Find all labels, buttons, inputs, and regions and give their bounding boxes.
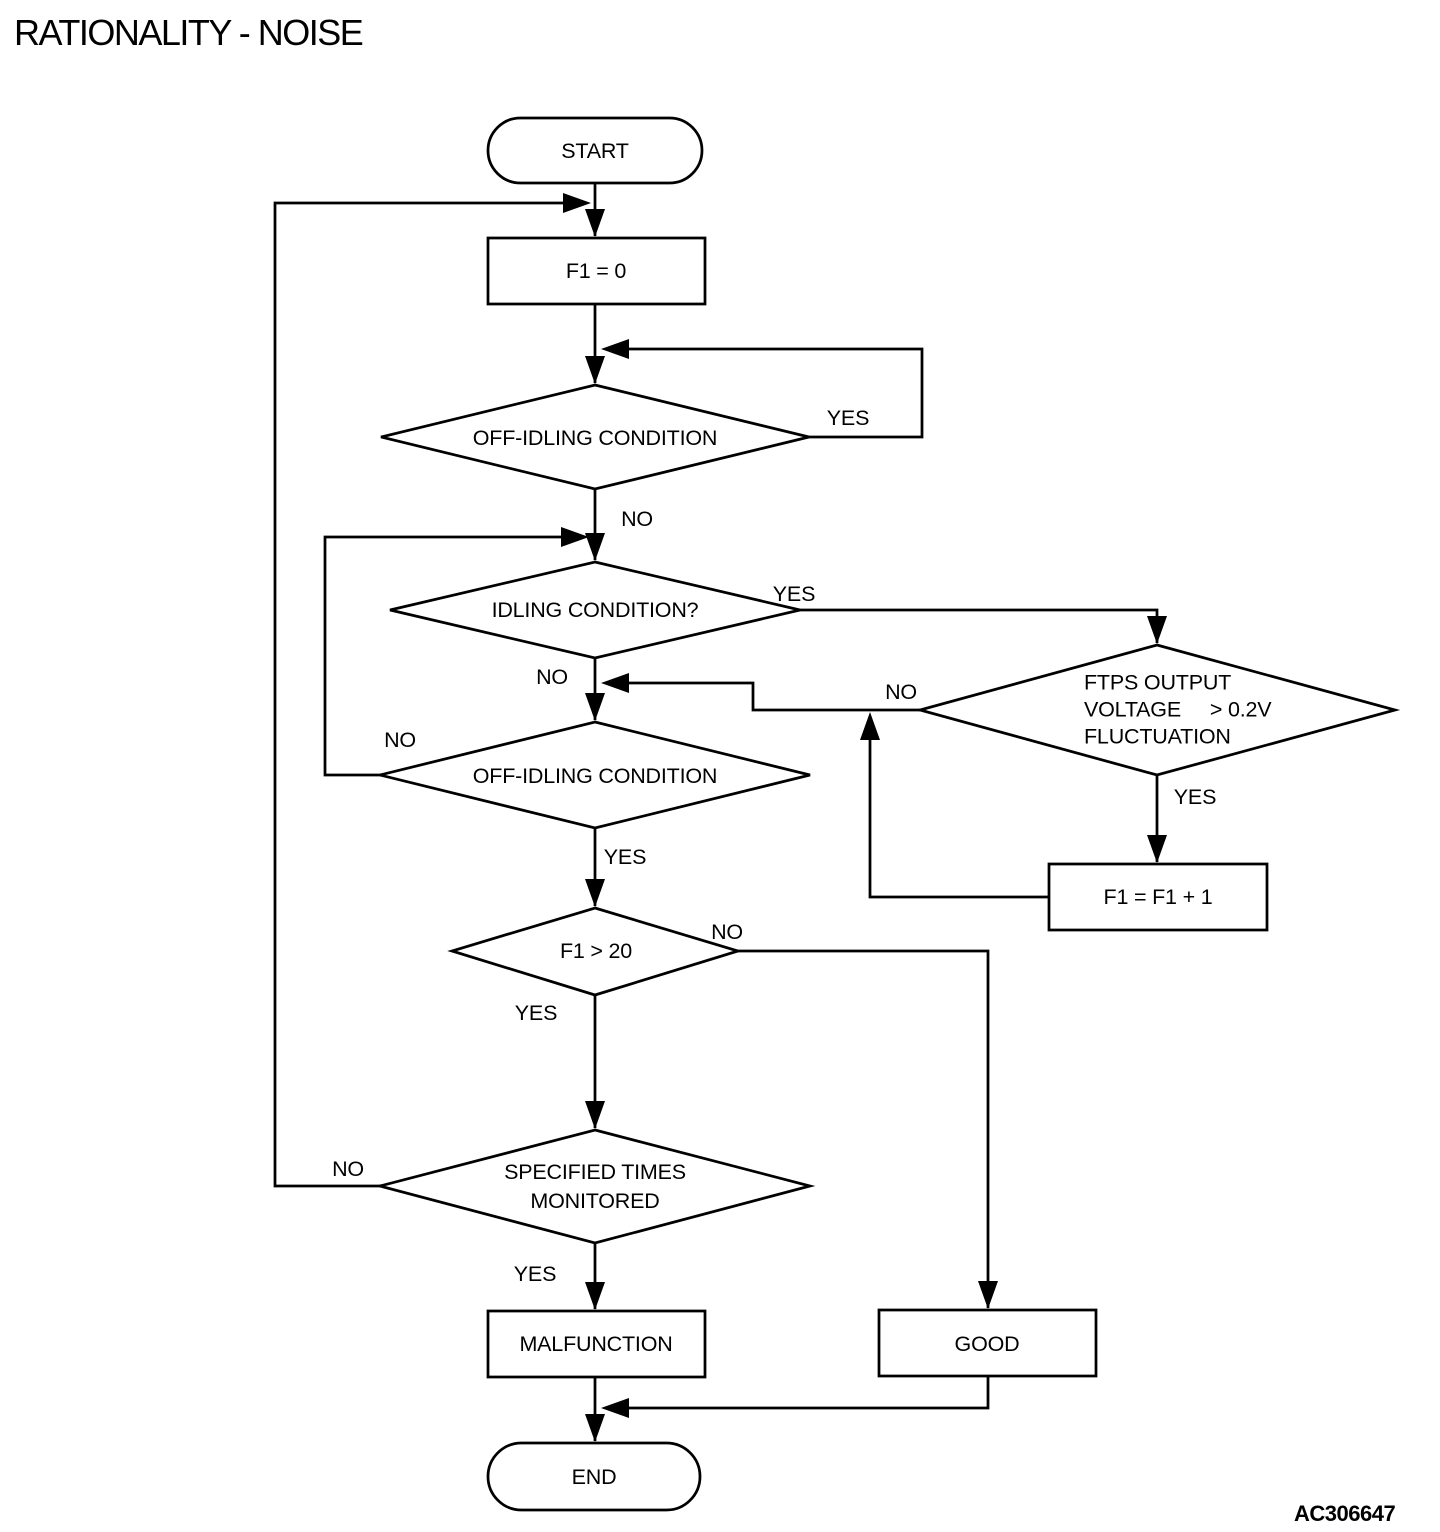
good-process-shape <box>877 1308 1098 1378</box>
idling-no-label: NO <box>536 665 568 689</box>
arrow-into-offidling2 <box>585 693 605 721</box>
end-node-label: END <box>571 1465 617 1489</box>
arrow-into-f1reset <box>585 209 605 237</box>
idling-decision-shape <box>389 560 801 660</box>
edge-ftps-no-return <box>629 681 920 712</box>
f1-reset-process-shape <box>486 236 707 306</box>
arrow-into-f1check <box>585 879 605 907</box>
arrow-into-specified <box>585 1101 605 1129</box>
f1-check-node-label: F1 > 20 <box>559 939 633 963</box>
edge-increment-loop <box>868 740 1049 899</box>
specified-times-node-label-line-2: MONITORED <box>530 1189 660 1213</box>
arrow-into-offidling1 <box>585 356 605 384</box>
arrow-offidling1-yes-merge <box>601 339 629 359</box>
specified-times-yes-label: YES <box>513 1262 557 1286</box>
idling-node-label: IDLING CONDITION? <box>491 598 699 622</box>
arrow-increment-loop-merge <box>860 712 880 740</box>
arrow-ftps-no-merge <box>601 673 629 693</box>
edge-offidling2-no-loop <box>323 535 561 777</box>
off-idling-2-yes-label: YES <box>603 845 647 869</box>
arrow-into-end <box>585 1414 605 1442</box>
ftps-no-label: NO <box>885 680 917 704</box>
arrow-into-good <box>978 1281 998 1309</box>
idling-yes-label: YES <box>772 582 816 606</box>
node-shapes <box>374 116 1401 1512</box>
specified-times-decision-shape <box>374 1128 816 1245</box>
off-idling-1-no-label: NO <box>621 507 653 531</box>
figure-code: AC306647 <box>1294 1501 1396 1526</box>
end-terminator-shape <box>486 1441 702 1512</box>
arrow-into-ftps <box>1147 616 1167 644</box>
arrow-into-idling <box>585 533 605 561</box>
edge-idling-yes-to-ftps <box>800 608 1159 643</box>
good-node-label: GOOD <box>954 1332 1020 1356</box>
off-idling-2-no-label: NO <box>384 728 416 752</box>
page-title: RATIONALITY - NOISE <box>14 12 364 53</box>
f1-check-decision-shape <box>447 906 743 997</box>
specified-times-no-label: NO <box>332 1157 364 1181</box>
edge-specified-no-return <box>273 201 563 1188</box>
malfunction-process-shape <box>486 1309 707 1379</box>
start-node-label: START <box>561 139 629 163</box>
ftps-decision-shape <box>914 643 1401 777</box>
edge-good-to-end-merge <box>629 1376 990 1410</box>
arrow-good-merge <box>601 1398 629 1418</box>
f1-check-yes-label: YES <box>514 1001 558 1025</box>
arrow-into-increment <box>1147 835 1167 863</box>
start-terminator-shape <box>486 116 704 185</box>
f1-increment-process-shape <box>1047 862 1269 932</box>
specified-times-node-label: SPECIFIED TIMES MONITORED <box>504 1158 686 1216</box>
arrow-into-malfunction <box>585 1282 605 1310</box>
ftps-node-label: FTPS OUTPUT VOLTAGE > 0.2V FLUCTUATION <box>1084 670 1272 751</box>
off-idling-2-node-label: OFF-IDLING CONDITION <box>472 764 718 788</box>
ftps-yes-label: YES <box>1173 785 1217 809</box>
ftps-node-label-line-3: FLUCTUATION <box>1084 724 1231 749</box>
arrow-offidling2-no-merge <box>561 527 589 547</box>
off-idling-1-decision-shape <box>380 383 810 491</box>
off-idling-1-node-label: OFF-IDLING CONDITION <box>472 426 718 450</box>
f1-reset-node-label: F1 = 0 <box>565 259 627 283</box>
ftps-node-label-line-2: VOLTAGE > 0.2V <box>1084 697 1272 722</box>
f1-increment-node-label: F1 = F1 + 1 <box>1103 885 1213 909</box>
off-idling-2-decision-shape <box>379 720 811 830</box>
arrowheads <box>561 193 1167 1442</box>
arrow-specified-no-merge <box>563 193 591 213</box>
f1-check-no-label: NO <box>711 920 743 944</box>
ftps-node-label-line-1: FTPS OUTPUT <box>1084 670 1232 695</box>
edge-offidling1-yes-loop <box>629 347 924 439</box>
edge-f1check-no-to-good <box>738 949 990 1308</box>
malfunction-node-label: MALFUNCTION <box>519 1332 673 1356</box>
specified-times-node-label-line-1: SPECIFIED TIMES <box>504 1160 686 1184</box>
off-idling-1-yes-label: YES <box>826 406 870 430</box>
